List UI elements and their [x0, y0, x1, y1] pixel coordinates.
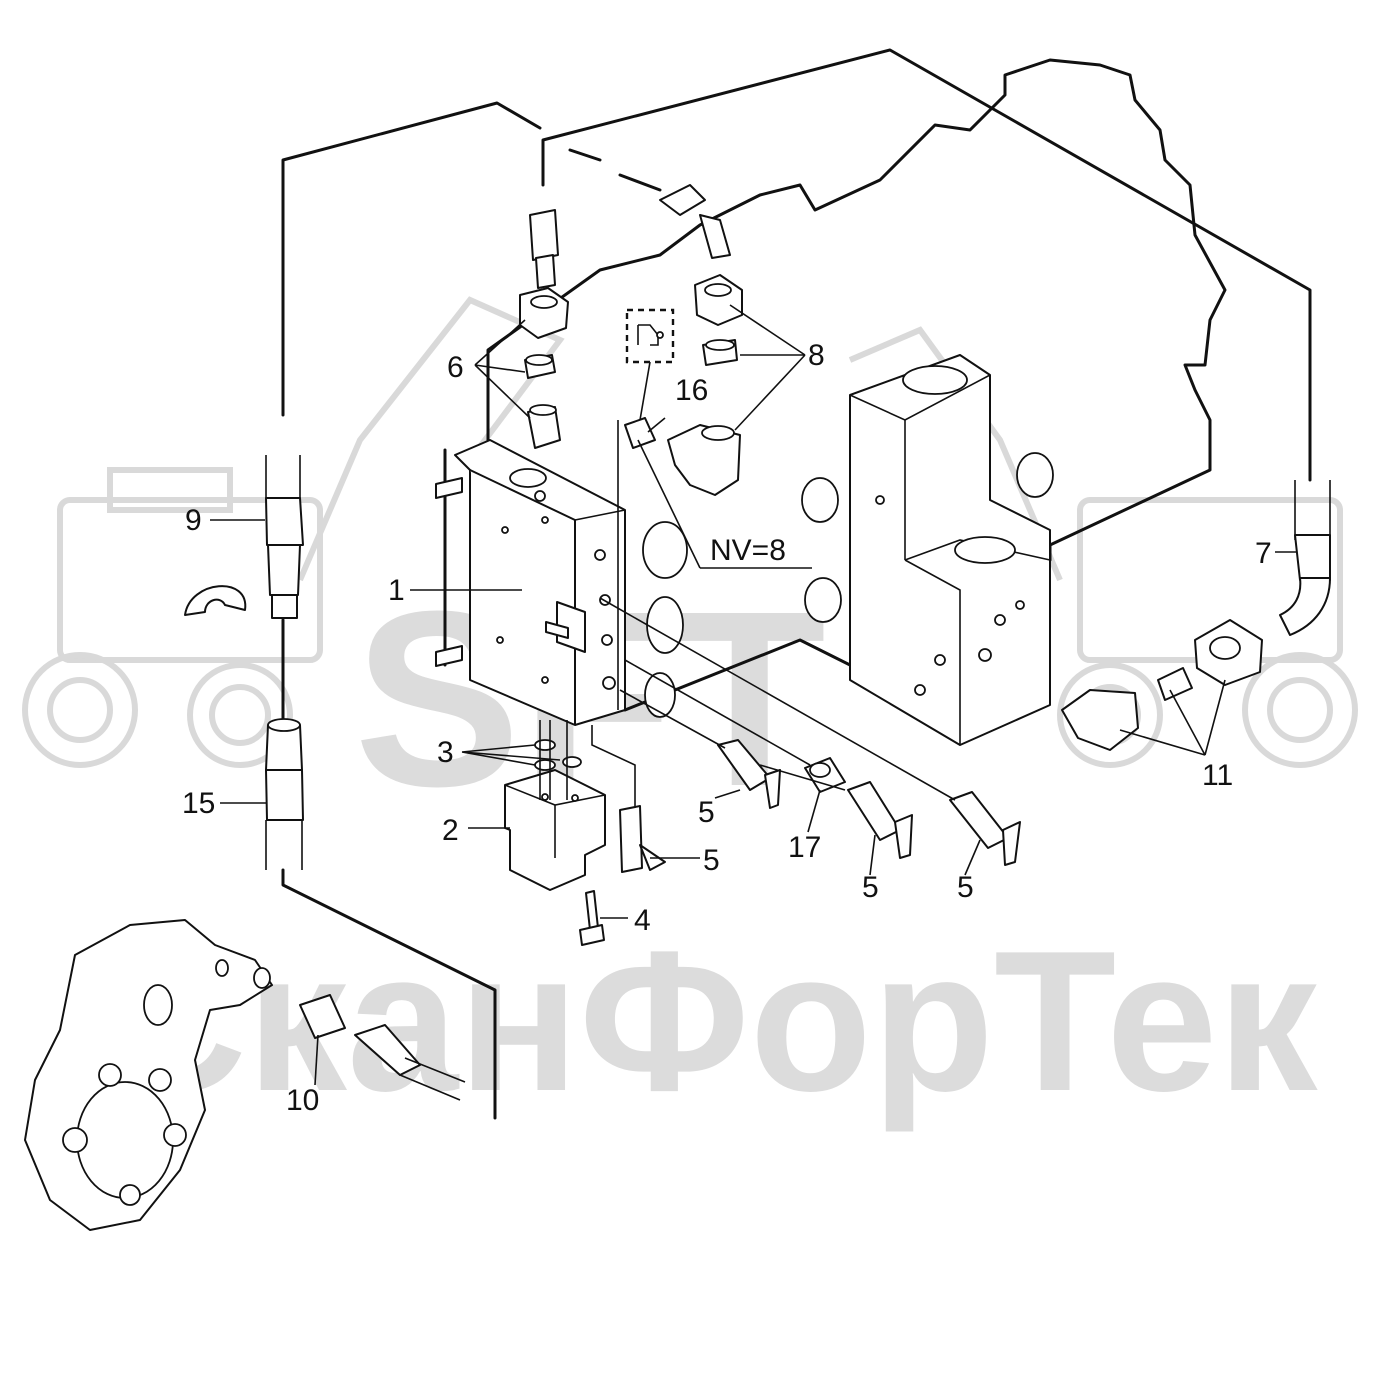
callout-5-a: 5 — [698, 796, 715, 829]
adapter-10 — [299, 994, 466, 1101]
hose-lines — [281, 48, 1312, 1120]
fitting-stack-11 — [1061, 619, 1263, 751]
watermark-tractor-left — [22, 296, 565, 768]
callout-17: 17 — [788, 831, 821, 864]
hose-9 — [265, 455, 304, 619]
callout-15: 15 — [182, 787, 215, 820]
callout-10: 10 — [286, 1084, 319, 1117]
screw-4 — [579, 890, 605, 946]
callout-labels: 1 2 3 4 5 5 5 5 6 7 8 9 10 11 15 16 17 N… — [182, 339, 1272, 1117]
callout-8: 8 — [808, 339, 825, 372]
seals-3 — [534, 720, 582, 800]
callout-7: 7 — [1255, 537, 1272, 570]
fitting-stack-6 — [519, 209, 569, 449]
callout-5-c: 5 — [862, 871, 879, 904]
hose-15 — [265, 718, 304, 870]
watermark-brand: СканФорТек — [102, 910, 1318, 1133]
callout-9: 9 — [185, 504, 202, 537]
hose-7 — [1279, 480, 1331, 636]
callout-1: 1 — [388, 574, 405, 607]
leader-lines — [210, 304, 1297, 1086]
callout-16: 16 — [675, 374, 708, 407]
coupler-5-a — [717, 739, 781, 809]
coupler-5-d — [949, 791, 1021, 866]
fitting-stack-8 — [659, 184, 743, 496]
callout-4: 4 — [634, 904, 651, 937]
retaining-clip — [184, 585, 247, 616]
main-valve-housing — [642, 354, 1054, 746]
coupler-5-c — [847, 781, 913, 859]
block-2 — [504, 769, 606, 891]
valve-block-1 — [435, 439, 626, 726]
callout-5-b: 5 — [703, 844, 720, 877]
adapter-17 — [804, 757, 846, 793]
mounting-flange — [24, 919, 273, 1231]
pressure-switch-16 — [624, 308, 675, 449]
callout-2: 2 — [442, 814, 459, 847]
callout-nv: NV=8 — [710, 534, 786, 567]
callout-3: 3 — [437, 736, 454, 769]
callout-6: 6 — [447, 351, 464, 384]
callout-5-d: 5 — [957, 871, 974, 904]
callout-11: 11 — [1202, 759, 1233, 792]
